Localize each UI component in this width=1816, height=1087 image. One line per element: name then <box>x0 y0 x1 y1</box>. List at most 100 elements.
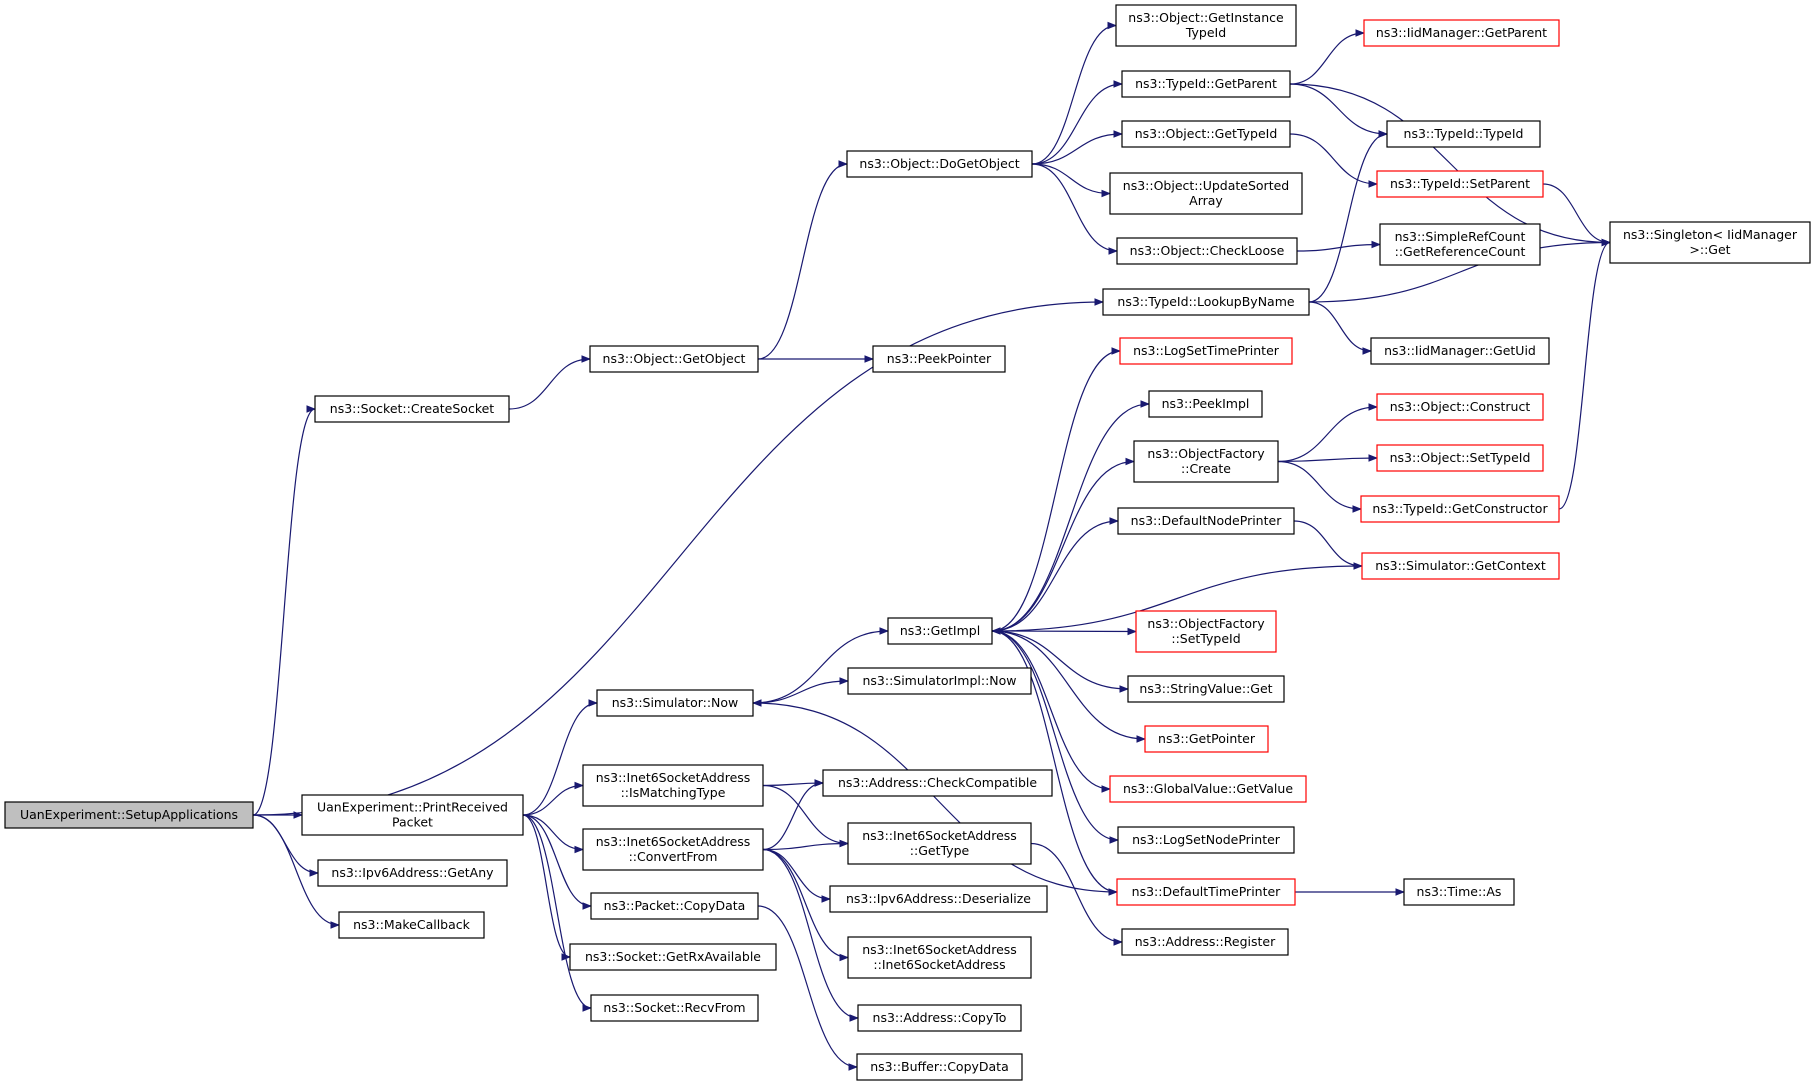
node-label: ns3::Object::GetTypeId <box>1135 126 1278 141</box>
node-obj-factory-set-type-id[interactable]: ns3::ObjectFactory::SetTypeId <box>1135 610 1277 653</box>
node-box <box>872 345 1006 373</box>
node-lookup-by-name[interactable]: ns3::TypeId::LookupByName <box>1102 288 1310 316</box>
node-make-callback[interactable]: ns3::MakeCallback <box>338 911 485 939</box>
node-string-value-get[interactable]: ns3::StringValue::Get <box>1127 675 1285 703</box>
node-label: ns3::SimpleRefCount <box>1395 229 1526 244</box>
node-label: ns3::TypeId::TypeId <box>1404 126 1524 141</box>
edge-do-get-object-to-type-id-get-parent <box>1031 80 1123 165</box>
edge-convert-from-to-deserialize <box>762 848 831 903</box>
edge-check-loose-to-get-ref-count <box>1296 240 1381 252</box>
node-type-id-type-id[interactable]: ns3::TypeId::TypeId <box>1386 120 1541 148</box>
edge-get-impl-to-peek-impl <box>991 400 1150 632</box>
node-iid-get-parent[interactable]: ns3::IidManager::GetParent <box>1363 19 1560 47</box>
node-box <box>1117 507 1295 535</box>
node-type-id-get-parent[interactable]: ns3::TypeId::GetParent <box>1121 70 1291 98</box>
node-label: ns3::Address::CheckCompatible <box>838 775 1037 790</box>
node-get-object[interactable]: ns3::Object::GetObject <box>589 345 759 373</box>
edge-type-id-get-parent-to-singleton-get <box>1289 83 1611 247</box>
edge-print-received-to-get-rx-available <box>522 814 571 961</box>
node-box <box>1121 928 1289 956</box>
node-box <box>1133 440 1279 483</box>
node-addr-register[interactable]: ns3::Address::Register <box>1121 928 1289 956</box>
edge-obj-factory-create-to-construct <box>1277 403 1378 463</box>
node-label: ns3::Object::DoGetObject <box>859 156 1019 171</box>
edge-type-id-get-parent-to-type-id-type-id <box>1289 83 1388 138</box>
edge-root-to-make-callback <box>252 814 340 929</box>
node-time-as[interactable]: ns3::Time::As <box>1403 878 1515 906</box>
node-box <box>1386 120 1541 148</box>
node-label: ns3::ObjectFactory <box>1147 616 1265 631</box>
node-singleton-get[interactable]: ns3::Singleton< IidManager>::Get <box>1609 221 1811 264</box>
node-box <box>1363 19 1560 47</box>
node-default-time-printer[interactable]: ns3::DefaultTimePrinter <box>1116 878 1296 906</box>
node-global-value-get[interactable]: ns3::GlobalValue::GetValue <box>1109 775 1307 803</box>
node-label: ::SetTypeId <box>1171 631 1240 646</box>
node-create-socket[interactable]: ns3::Socket::CreateSocket <box>314 395 510 423</box>
node-get-context[interactable]: ns3::Simulator::GetContext <box>1361 552 1560 580</box>
edge-convert-from-to-addr-copy-to <box>762 848 859 1022</box>
node-construct[interactable]: ns3::Object::Construct <box>1376 393 1544 421</box>
node-set-parent[interactable]: ns3::TypeId::SetParent <box>1376 170 1544 198</box>
edge-sim-now-to-sim-impl-now <box>752 677 849 704</box>
node-label: ns3::DefaultTimePrinter <box>1132 884 1282 899</box>
node-sim-now[interactable]: ns3::Simulator::Now <box>596 689 754 717</box>
node-get-uid[interactable]: ns3::IidManager::GetUid <box>1370 337 1550 365</box>
node-label: ns3::DefaultNodePrinter <box>1131 513 1283 528</box>
node-get-ref-count[interactable]: ns3::SimpleRefCount::GetReferenceCount <box>1379 223 1541 266</box>
node-get-impl[interactable]: ns3::GetImpl <box>887 617 993 645</box>
node-log-set-node-printer[interactable]: ns3::LogSetNodePrinter <box>1117 826 1295 854</box>
node-get-rx-available[interactable]: ns3::Socket::GetRxAvailable <box>569 943 777 971</box>
node-box <box>1370 337 1550 365</box>
node-sim-impl-now[interactable]: ns3::SimulatorImpl::Now <box>847 667 1032 695</box>
node-peek-impl[interactable]: ns3::PeekImpl <box>1148 390 1263 418</box>
node-label: >::Get <box>1689 242 1730 257</box>
node-label: ns3::Socket::RecvFrom <box>603 1000 745 1015</box>
node-inet6-ctor[interactable]: ns3::Inet6SocketAddress::Inet6SocketAddr… <box>847 936 1032 979</box>
node-get-constructor[interactable]: ns3::TypeId::GetConstructor <box>1360 495 1560 523</box>
node-peek-pointer[interactable]: ns3::PeekPointer <box>872 345 1006 373</box>
node-default-node-printer[interactable]: ns3::DefaultNodePrinter <box>1117 507 1295 535</box>
node-log-set-time-printer[interactable]: ns3::LogSetTimePrinter <box>1119 337 1293 365</box>
edge-convert-from-to-inet6-get-type <box>762 839 849 851</box>
node-label: ns3::Inet6SocketAddress <box>862 942 1017 957</box>
node-label: UanExperiment::PrintReceived <box>317 800 508 815</box>
node-addr-copy-to[interactable]: ns3::Address::CopyTo <box>857 1004 1022 1032</box>
node-get-pointer[interactable]: ns3::GetPointer <box>1144 725 1269 753</box>
node-packet-copy-data[interactable]: ns3::Packet::CopyData <box>590 892 759 920</box>
node-recv-from[interactable]: ns3::Socket::RecvFrom <box>590 994 759 1022</box>
node-box <box>1116 237 1298 265</box>
node-ipv6-get-any[interactable]: ns3::Ipv6Address::GetAny <box>317 859 508 887</box>
node-label: ns3::Singleton< IidManager <box>1623 227 1798 242</box>
node-check-compatible[interactable]: ns3::Address::CheckCompatible <box>822 769 1053 797</box>
node-get-type-id[interactable]: ns3::Object::GetTypeId <box>1121 120 1291 148</box>
node-is-matching-type[interactable]: ns3::Inet6SocketAddress::IsMatchingType <box>582 764 764 807</box>
edge-get-object-to-do-get-object <box>757 160 848 360</box>
node-deserialize[interactable]: ns3::Ipv6Address::Deserialize <box>829 885 1048 913</box>
edge-get-impl-to-get-pointer <box>991 630 1146 743</box>
node-label: ns3::Socket::GetRxAvailable <box>585 949 761 964</box>
edge-print-received-to-sim-now <box>522 699 598 816</box>
edge-get-type-id-to-set-parent <box>1289 133 1378 188</box>
node-set-type-id-obj[interactable]: ns3::Object::SetTypeId <box>1376 444 1544 472</box>
node-box <box>582 764 764 807</box>
edge-lookup-by-name-to-singleton-get <box>1308 238 1611 303</box>
node-convert-from[interactable]: ns3::Inet6SocketAddress::ConvertFrom <box>582 828 764 871</box>
edge-default-node-printer-to-get-context <box>1293 520 1363 570</box>
node-label: ns3::Inet6SocketAddress <box>596 770 751 785</box>
node-do-get-object[interactable]: ns3::Object::DoGetObject <box>846 150 1033 178</box>
node-label: ns3::Packet::CopyData <box>604 898 746 913</box>
edge-print-received-to-packet-copy-data <box>522 814 592 910</box>
node-label: ns3::PeekImpl <box>1162 396 1250 411</box>
edge-do-get-object-to-check-loose <box>1031 163 1118 255</box>
node-obj-factory-create[interactable]: ns3::ObjectFactory::Create <box>1133 440 1279 483</box>
node-inet6-get-type[interactable]: ns3::Inet6SocketAddress::GetType <box>847 822 1032 865</box>
node-check-loose[interactable]: ns3::Object::CheckLoose <box>1116 237 1298 265</box>
node-buffer-copy-data[interactable]: ns3::Buffer::CopyData <box>856 1053 1023 1081</box>
edge-get-impl-to-default-time-printer <box>991 630 1118 896</box>
node-box <box>338 911 485 939</box>
edge-print-received-to-is-matching-type <box>522 781 584 816</box>
